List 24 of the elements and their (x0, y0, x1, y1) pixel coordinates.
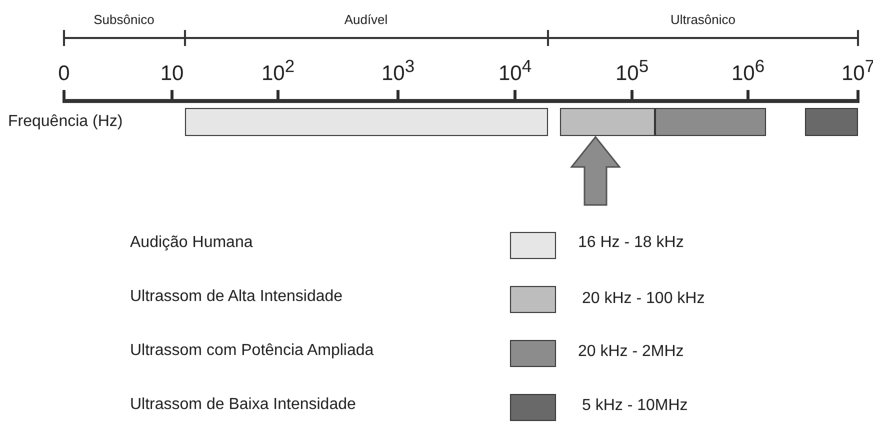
frequency-band-bar (805, 108, 858, 136)
range-text: 16 Hz - 18 kHz (578, 234, 684, 252)
frequency-band-bar (560, 108, 655, 136)
frequency-band-bar (655, 108, 766, 136)
legend-text: Ultrassom de Baixa Intensidade (130, 396, 356, 414)
legend-text: Ultrassom de Alta Intensidade (130, 288, 343, 306)
range-label: Subsônico (94, 12, 154, 27)
tick-label: 0 (58, 62, 70, 86)
range-text: 5 kHz - 10MHz (582, 397, 688, 415)
tick-label: 10$^{4}$ (498, 56, 532, 86)
legend-text: Audição Humana (130, 234, 253, 252)
range-text: 20 kHz - 2MHz (578, 343, 684, 361)
block-arrow (570, 136, 622, 206)
tick-label: 10$^{2}$ (261, 56, 295, 86)
tick-label: 10$^{6}$ (731, 56, 765, 86)
tick-label: 10$^{3}$ (381, 56, 415, 86)
range-text: 20 kHz - 100 kHz (582, 290, 705, 308)
range-label: Audível (344, 12, 388, 27)
tick-label: 10 (160, 62, 184, 86)
legend-text: Ultrassom com Potência Ampliada (130, 342, 374, 360)
axis-title: Frequência (Hz) (8, 113, 123, 131)
range-label: Ultrasônico (670, 12, 736, 27)
frequency-band-bar (185, 108, 548, 136)
tick-label: 10$^{5}$ (615, 56, 649, 86)
